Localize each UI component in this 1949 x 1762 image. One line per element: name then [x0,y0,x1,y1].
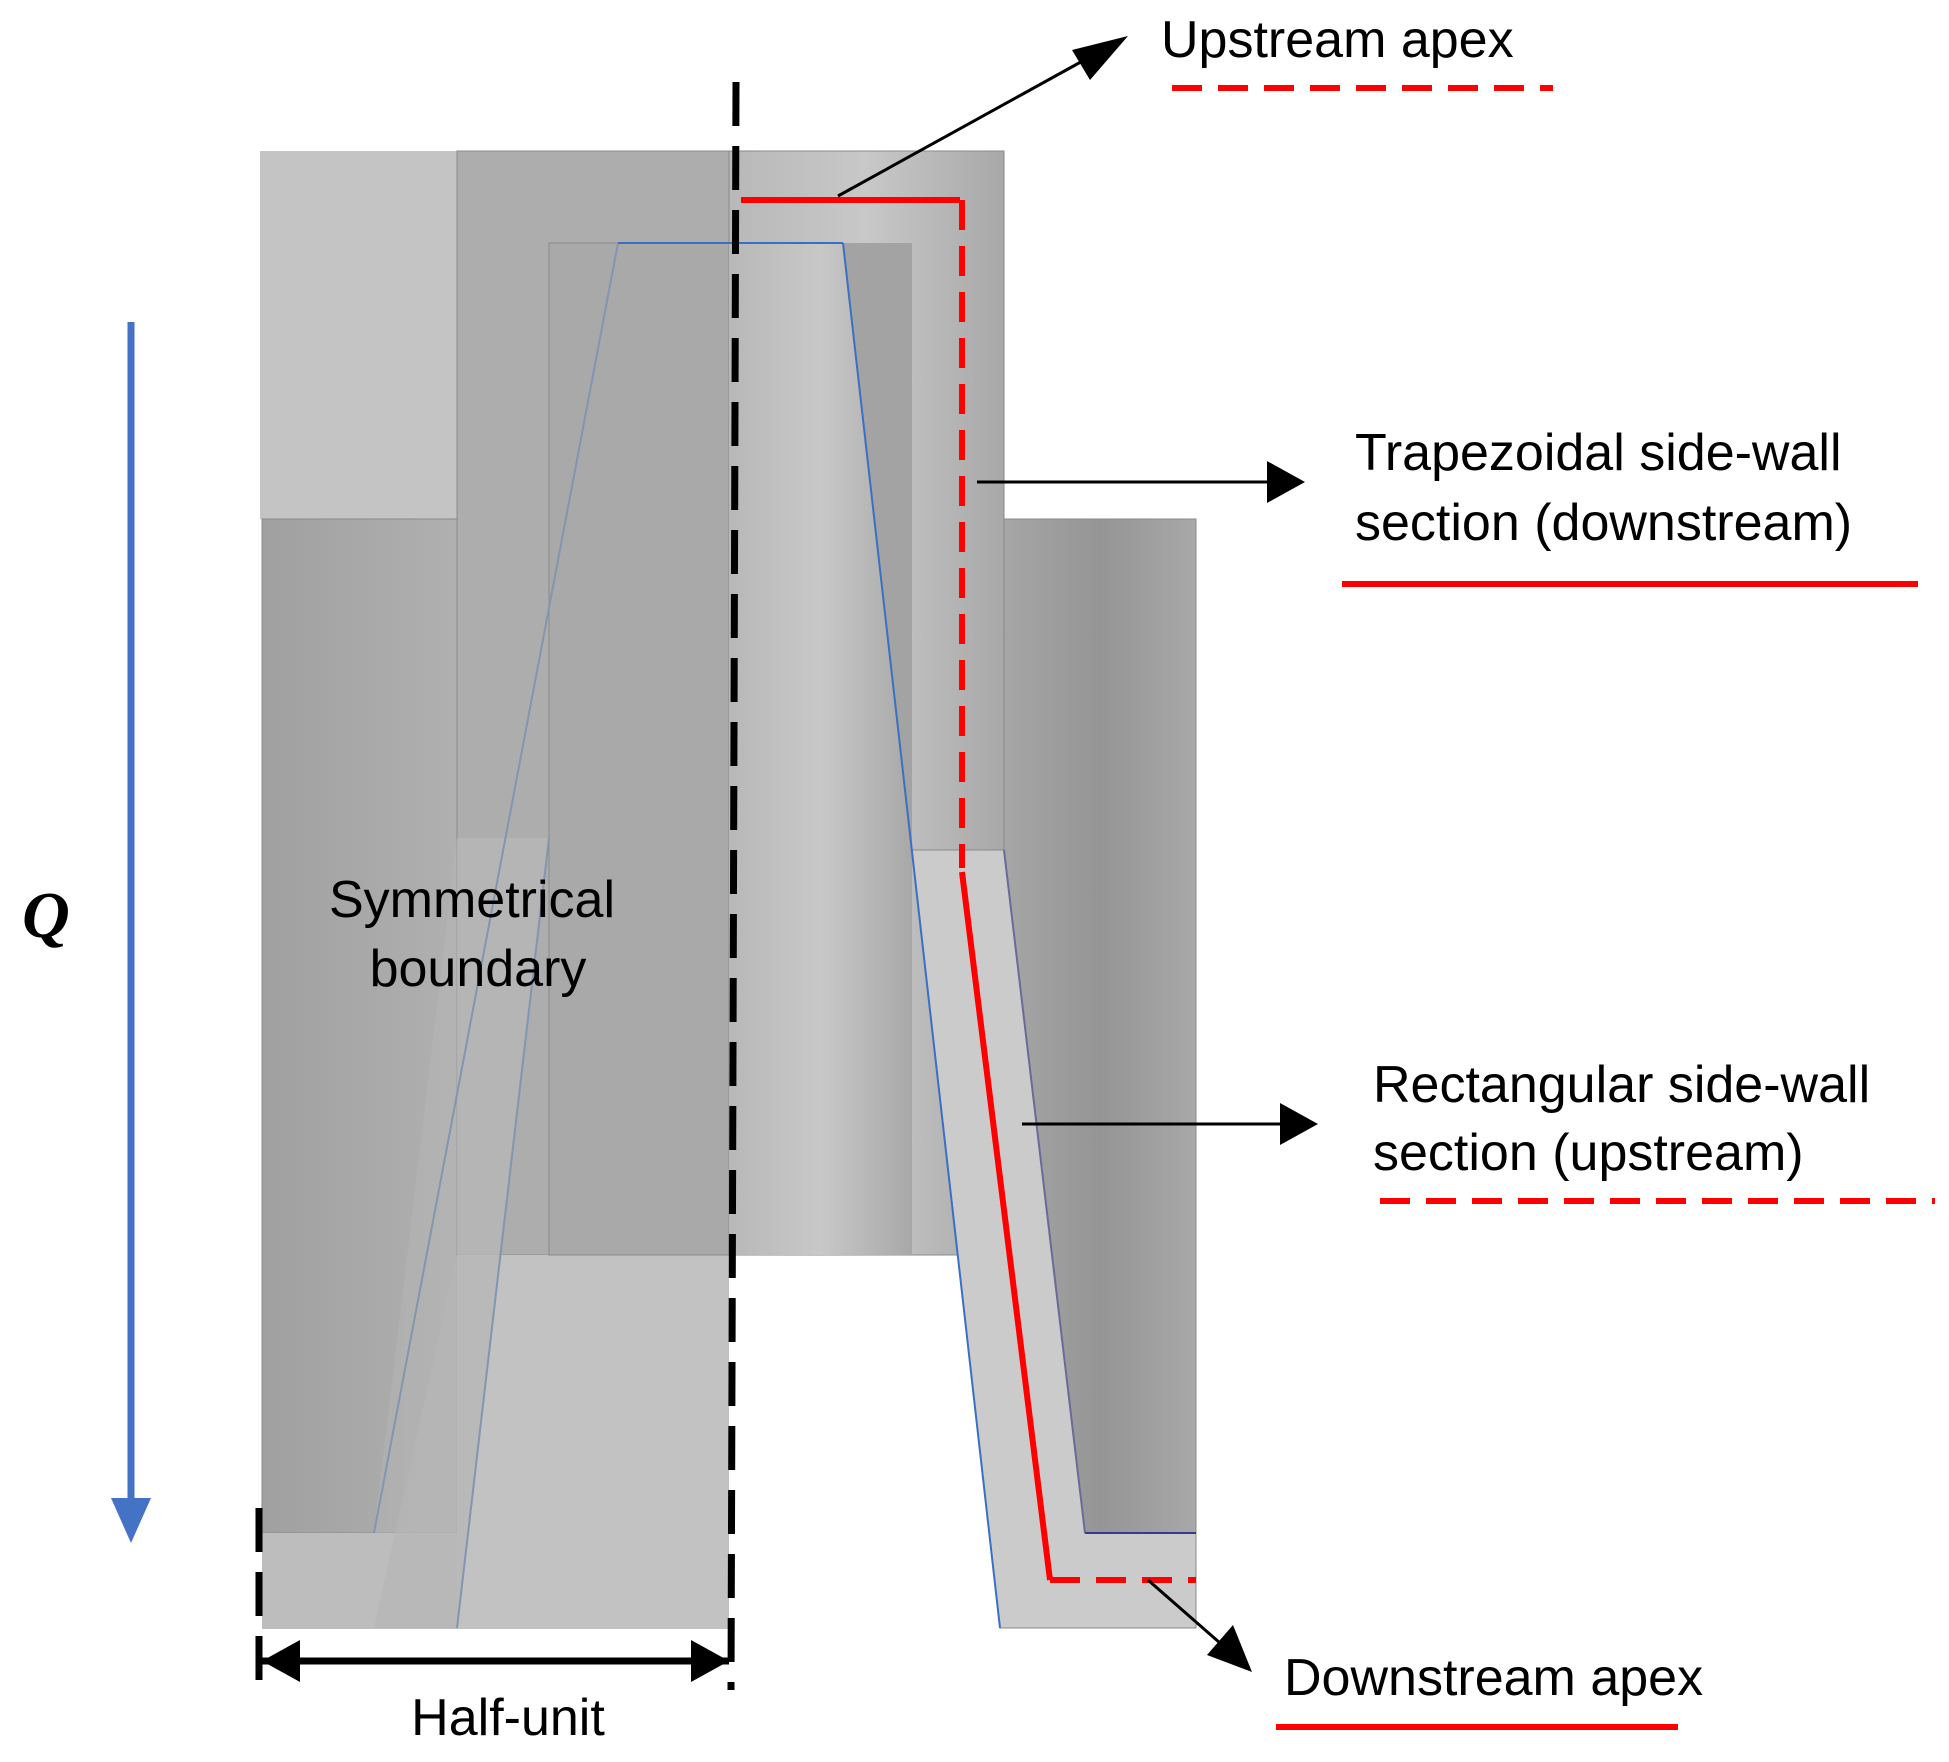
dim-arrow-left-icon [262,1640,300,1682]
upstream-apex-label: Upstream apex [1161,11,1514,69]
left-wall-upper [260,151,457,519]
rectangular-arrow-icon [1280,1103,1318,1145]
rectangular-annotation: Rectangular side-wall section (upstream) [1022,1056,1935,1204]
downstream-apex-annotation: Downstream apex [1147,1578,1703,1730]
flow-direction: Q [22,322,151,1543]
left-sidewall-band [262,838,549,1628]
trapezoidal-section-diagonal [959,871,1053,1581]
downstream-apex-label: Downstream apex [1284,1649,1703,1707]
inlet-key-left [548,242,730,1256]
section-markers [741,197,1196,1583]
center-left-base [457,1255,729,1629]
half-unit-label: Half-unit [411,1689,605,1747]
trapezoidal-arrow-icon [1267,461,1305,503]
trapezoidal-label-line2: section (downstream) [1355,494,1852,552]
rectangular-label-line2: section (upstream) [1373,1124,1804,1182]
symmetrical-label-line2: boundary [370,940,587,998]
flow-symbol: Q [22,879,70,952]
right-inner-edge [842,242,1001,1629]
left-sidewall-strip [374,838,549,1628]
upstream-apex-arrow-icon [1072,36,1128,80]
symmetrical-label-line1: Symmetrical [329,871,615,929]
dim-arrow-right-icon [691,1640,729,1682]
trapezoidal-label-line1: Trapezoidal side-wall [1355,424,1842,482]
trapezoidal-annotation: Trapezoidal side-wall section (downstrea… [977,424,1918,587]
symmetry-axis [727,81,740,1691]
left-outer-edge [456,837,550,1629]
rectangular-label-line1: Rectangular side-wall [1373,1056,1870,1114]
flow-arrow-head-icon [111,1498,151,1543]
upstream-apex-annotation: Upstream apex [837,11,1553,198]
left-inner-edge [373,242,619,1534]
weir-geometry [260,150,1197,1629]
right-outer-edge [1003,849,1086,1534]
left-outlet-block [261,518,458,1534]
downstream-apex-arrow-icon [1207,1625,1252,1672]
half-unit-dimension: Half-unit [262,1640,729,1747]
